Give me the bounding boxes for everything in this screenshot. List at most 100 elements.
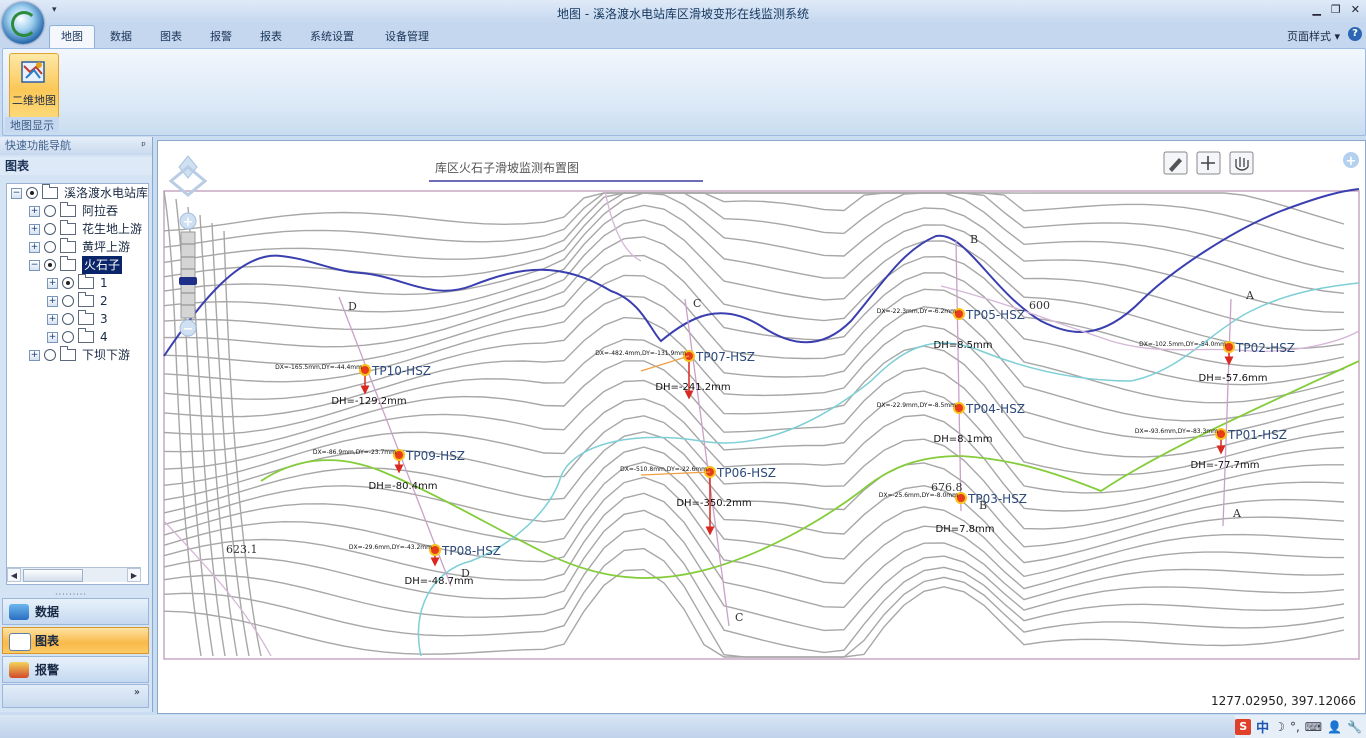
user-icon[interactable]: 👤 <box>1327 719 1343 734</box>
tree-item[interactable]: +3 <box>47 310 108 328</box>
scroll-left-arrow-icon[interactable]: ◀ <box>7 568 21 582</box>
expand-toggle-icon[interactable]: − <box>11 187 22 199</box>
tree-item-label[interactable]: 黄坪上游 <box>82 240 131 254</box>
scroll-right-arrow-icon[interactable]: ▶ <box>127 568 141 582</box>
wrench-icon[interactable]: 🔧 <box>1347 719 1362 734</box>
expand-toggle-icon[interactable]: + <box>47 277 58 289</box>
ime-toolbar[interactable]: S 中 ☽ °, ⌨ 👤 🔧 <box>1235 715 1366 738</box>
scroll-thumb[interactable] <box>23 569 83 582</box>
tree-radio[interactable] <box>44 241 56 253</box>
station-marker-icon[interactable] <box>953 402 965 414</box>
pin-icon[interactable]: ᵖ <box>141 139 146 152</box>
tree-item-label[interactable]: 溪洛渡水电站库 <box>64 186 149 200</box>
station-marker-icon[interactable] <box>429 544 441 556</box>
station-marker-icon[interactable] <box>955 492 967 504</box>
station-marker-icon[interactable] <box>359 364 371 376</box>
tree-scrollbar[interactable]: ◀ ▶ <box>7 567 141 582</box>
pan-tool-button[interactable] <box>1229 151 1254 175</box>
nav-alarm-button[interactable]: 报警 <box>2 656 149 683</box>
expand-toggle-icon[interactable]: + <box>47 313 58 325</box>
station-marker-icon[interactable] <box>953 308 965 320</box>
tree-item-label[interactable]: 火石子 <box>82 256 123 274</box>
tree-radio[interactable] <box>62 277 74 289</box>
restore-button[interactable]: ❐ <box>1330 3 1341 16</box>
panel-splitter[interactable]: ········· <box>55 590 87 599</box>
tab-settings[interactable]: 系统设置 <box>310 30 354 43</box>
expand-toggle-icon[interactable]: + <box>29 223 40 235</box>
station-tp07-hsz[interactable]: TP07-HSZDX=-482.4mm,DY=-131.9mmDH=-241.2… <box>595 350 755 400</box>
tab-charts[interactable]: 图表 <box>160 30 182 43</box>
app-orb-button[interactable] <box>2 2 44 44</box>
tree-radio[interactable] <box>44 349 56 361</box>
tree-item-label[interactable]: 阿拉吞 <box>82 204 119 218</box>
zoom-control[interactable]: + − <box>168 155 208 337</box>
tab-map[interactable]: 地图 <box>49 25 95 48</box>
tab-data[interactable]: 数据 <box>110 30 132 43</box>
chinese-mode-icon[interactable]: 中 <box>1256 721 1270 736</box>
tab-alarm[interactable]: 报警 <box>210 30 232 43</box>
expand-toggle-icon[interactable]: + <box>47 331 58 343</box>
tree-item[interactable]: + 下坝下游 <box>29 346 130 364</box>
moon-icon[interactable]: ☽ <box>1274 719 1285 734</box>
zoom-out-button[interactable] <box>179 319 197 337</box>
tab-report[interactable]: 报表 <box>260 30 282 43</box>
station-tp10-hsz[interactable]: TP10-HSZDX=-165.5mm,DY=-44.4mmDH=-129.2m… <box>275 364 431 407</box>
tree-item[interactable]: − 溪洛渡水电站库 <box>11 184 148 202</box>
tree-item-label[interactable]: 下坝下游 <box>82 348 131 362</box>
tree-radio[interactable] <box>26 187 38 199</box>
expand-toggle-icon[interactable]: + <box>29 349 40 361</box>
station-marker-icon[interactable] <box>1215 428 1227 440</box>
tree-radio[interactable] <box>62 331 74 343</box>
zoom-in-button[interactable] <box>179 212 197 230</box>
help-icon[interactable]: ? <box>1348 27 1362 41</box>
move-tool-button[interactable] <box>1196 151 1221 175</box>
expand-toggle-icon[interactable]: − <box>29 259 40 271</box>
tree-item-label[interactable]: 4 <box>100 330 108 344</box>
zoom-slider-handle[interactable] <box>179 277 197 285</box>
tab-device[interactable]: 设备管理 <box>385 30 429 43</box>
tree-item[interactable]: +2 <box>47 292 108 310</box>
tree-item[interactable]: + 花生地上游 <box>29 220 142 238</box>
tree-item[interactable]: + 阿拉吞 <box>29 202 118 220</box>
nav-charts-button[interactable]: 图表 <box>2 627 149 654</box>
tree-item-label[interactable]: 1 <box>100 276 108 290</box>
tree-radio[interactable] <box>44 259 56 271</box>
keyboard-icon[interactable]: ⌨ <box>1304 719 1323 734</box>
chevron-right-icon[interactable]: » <box>133 687 140 698</box>
tree-item-label[interactable]: 2 <box>100 294 108 308</box>
tree-item[interactable]: +1 <box>47 274 108 292</box>
close-button[interactable]: ✕ <box>1350 3 1360 16</box>
zoom-slider-track[interactable] <box>180 231 196 319</box>
minimize-button[interactable]: ▁ <box>1312 3 1321 16</box>
tree-item-label[interactable]: 3 <box>100 312 108 326</box>
nav-overflow[interactable]: » <box>2 684 149 708</box>
expand-toggle-icon[interactable]: + <box>29 205 40 217</box>
quick-access-dropdown[interactable]: ▾ <box>52 5 57 15</box>
layer-panel-toggle[interactable] <box>1343 152 1359 168</box>
tree-item[interactable]: − 火石子 <box>29 256 123 274</box>
edit-tool-button[interactable] <box>1163 151 1188 175</box>
station-tp06-hsz[interactable]: TP06-HSZDX=-510.8mm,DY=-22.6mmDH=-350.2m… <box>620 466 776 536</box>
station-marker-icon[interactable] <box>393 449 405 461</box>
tree-radio[interactable] <box>62 313 74 325</box>
tree-radio[interactable] <box>62 295 74 307</box>
2d-map-button[interactable]: 二维地图 <box>9 53 59 119</box>
tree-item-label[interactable]: 花生地上游 <box>82 222 143 236</box>
sogou-ime-icon[interactable]: S <box>1235 718 1252 735</box>
tree-radio[interactable] <box>44 223 56 235</box>
expand-toggle-icon[interactable]: + <box>47 295 58 307</box>
tree-radio[interactable] <box>44 205 56 217</box>
nav-data-button[interactable]: 数据 <box>2 598 149 625</box>
page-style-dropdown[interactable]: 页面样式 ▾ <box>1286 30 1340 43</box>
tree-item[interactable]: +4 <box>47 328 108 346</box>
station-marker-icon[interactable] <box>1223 341 1235 353</box>
